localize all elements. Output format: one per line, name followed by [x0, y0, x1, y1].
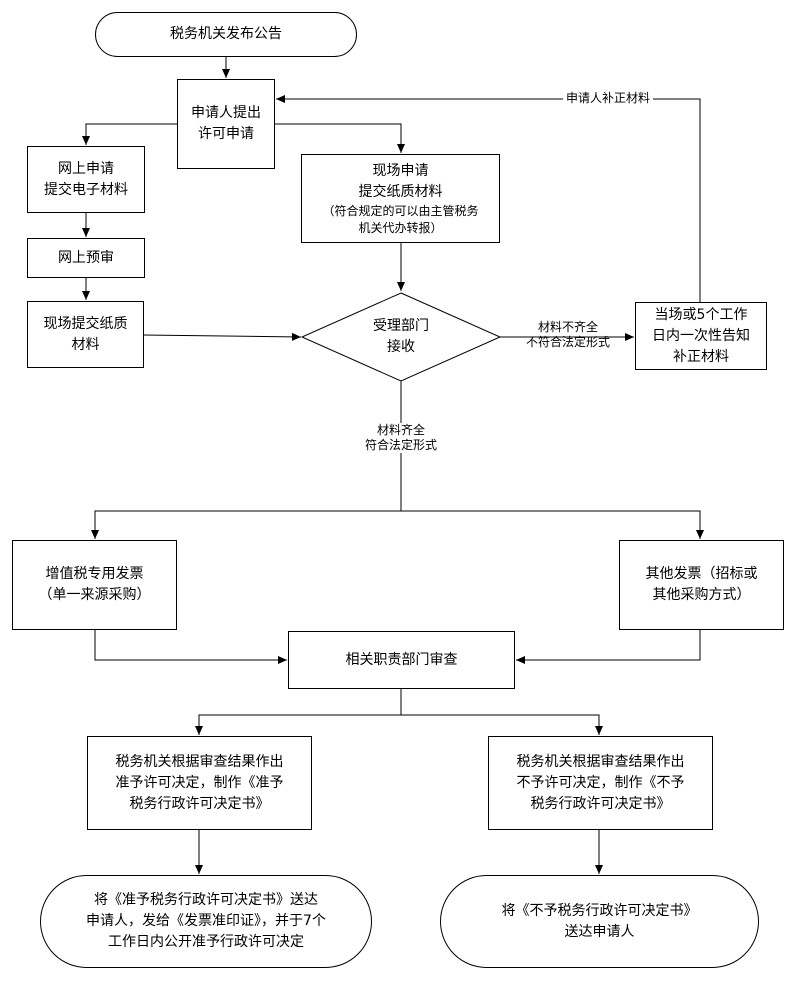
deny-deliver-line-1: 将《不予税务行政许可决定书》 — [501, 902, 698, 919]
onsite-apply-note-1: （符合规定的可以由主管税务 — [322, 203, 479, 218]
vat-invoice-line-2: （单一来源采购） — [38, 587, 151, 603]
grant-deliver-node: 将《准予税务行政许可决定书》送达 申请人，发给《发票准印证》，并于7个 工作日内… — [40, 875, 372, 968]
online-precheck-text: 网上预审 — [58, 249, 114, 266]
apply-line-2: 许可申请 — [198, 126, 254, 142]
deny-decision-line-2: 不予许可决定，制作《不予 — [516, 774, 685, 791]
edge-to-vat — [91, 510, 401, 539]
other-invoice-line-1: 其他发票（招标或 — [645, 566, 758, 582]
grant-decision-line-3: 税务行政许可决定书》 — [129, 795, 270, 812]
review-text: 相关职责部门审查 — [345, 651, 458, 668]
notify-line-2: 日内一次性告知 — [652, 327, 750, 344]
edge-to-grant — [195, 714, 401, 735]
onsite-apply-node: 现场申请 提交纸质材料 （符合规定的可以由主管税务 机关代办转报） — [301, 154, 500, 243]
grant-deliver-line-3: 工作日内公开准予行政许可决定 — [108, 934, 304, 950]
deny-decision-line-3: 税务行政许可决定书》 — [530, 795, 671, 812]
other-invoice-node: 其他发票（招标或 其他采购方式） — [619, 540, 784, 630]
online-precheck-node: 网上预审 — [27, 238, 145, 278]
online-apply-line-1: 网上申请 — [58, 160, 114, 177]
accept-diamond — [300, 292, 502, 382]
accept-line-1: 受理部门 — [373, 318, 429, 334]
edge-label-incomplete-1: 材料不齐全 — [537, 320, 598, 334]
edge-apply-to-online — [82, 123, 178, 145]
accept-line-2: 接收 — [387, 339, 415, 355]
apply-line-1: 申请人提出 — [191, 105, 261, 121]
notify-line-3: 补正材料 — [673, 348, 729, 365]
grant-decision-node: 税务机关根据审查结果作出 准予许可决定，制作《准予 税务行政许可决定书》 — [87, 736, 312, 830]
edge-to-deny — [401, 714, 603, 735]
notify-line-1: 当场或5个工作 — [654, 306, 748, 323]
vat-invoice-node: 增值税专用发票 （单一来源采购） — [12, 540, 177, 630]
deny-decision-line-1: 税务机关根据审查结果作出 — [516, 753, 685, 770]
onsite-apply-note-2: 机关代办转报） — [358, 220, 443, 235]
vat-invoice-line-1: 增值税专用发票 — [45, 566, 144, 582]
online-apply-line-2: 提交电子材料 — [44, 181, 128, 198]
notify-node: 当场或5个工作 日内一次性告知 补正材料 — [635, 302, 767, 370]
edge-label-complete: 材料齐全 符合法定形式 — [351, 423, 451, 453]
deny-deliver-line-2: 送达申请人 — [564, 923, 635, 940]
edge-other-to-review — [516, 630, 701, 664]
onsite-submit-line-1: 现场提交纸质 — [43, 315, 128, 332]
review-node: 相关职责部门审查 — [288, 631, 515, 689]
announce-text: 税务机关发布公告 — [170, 26, 282, 42]
edge-label-supplement: 申请人补正材料 — [563, 91, 654, 106]
other-invoice-line-2: 其他采购方式） — [652, 587, 751, 603]
onsite-submit-line-2: 材料 — [71, 336, 100, 353]
onsite-submit-node: 现场提交纸质 材料 — [27, 301, 144, 368]
edge-label-incomplete: 材料不齐全 不符合法定形式 — [516, 320, 620, 350]
announce-node: 税务机关发布公告 — [95, 12, 357, 57]
grant-deliver-line-1: 将《准予税务行政许可决定书》送达 — [94, 892, 318, 908]
deny-decision-node: 税务机关根据审查结果作出 不予许可决定，制作《不予 税务行政许可决定书》 — [488, 736, 713, 830]
online-apply-node: 网上申请 提交电子材料 — [27, 146, 145, 213]
grant-deliver-line-2: 申请人，发给《发票准印证》，并于7个 — [86, 913, 326, 929]
apply-node: 申请人提出 许可申请 — [177, 79, 275, 169]
edge-to-other — [401, 510, 704, 539]
edge-submit-to-accept — [142, 332, 302, 341]
grant-decision-line-2: 准予许可决定，制作《准予 — [115, 774, 284, 791]
edge-label-complete-2: 符合法定形式 — [364, 438, 437, 452]
edge-vat-to-review — [94, 630, 287, 664]
onsite-apply-line-2: 提交纸质材料 — [358, 183, 443, 200]
deny-deliver-node: 将《不予税务行政许可决定书》 送达申请人 — [440, 875, 759, 968]
edge-apply-to-onsite — [274, 123, 405, 153]
onsite-apply-line-1: 现场申请 — [372, 162, 429, 179]
edge-notify-to-apply — [276, 95, 701, 302]
accept-label: 受理部门 接收 — [342, 305, 460, 369]
edge-label-complete-1: 材料齐全 — [376, 423, 425, 437]
grant-decision-line-1: 税务机关根据审查结果作出 — [115, 753, 284, 770]
edge-label-incomplete-2: 不符合法定形式 — [525, 335, 610, 349]
